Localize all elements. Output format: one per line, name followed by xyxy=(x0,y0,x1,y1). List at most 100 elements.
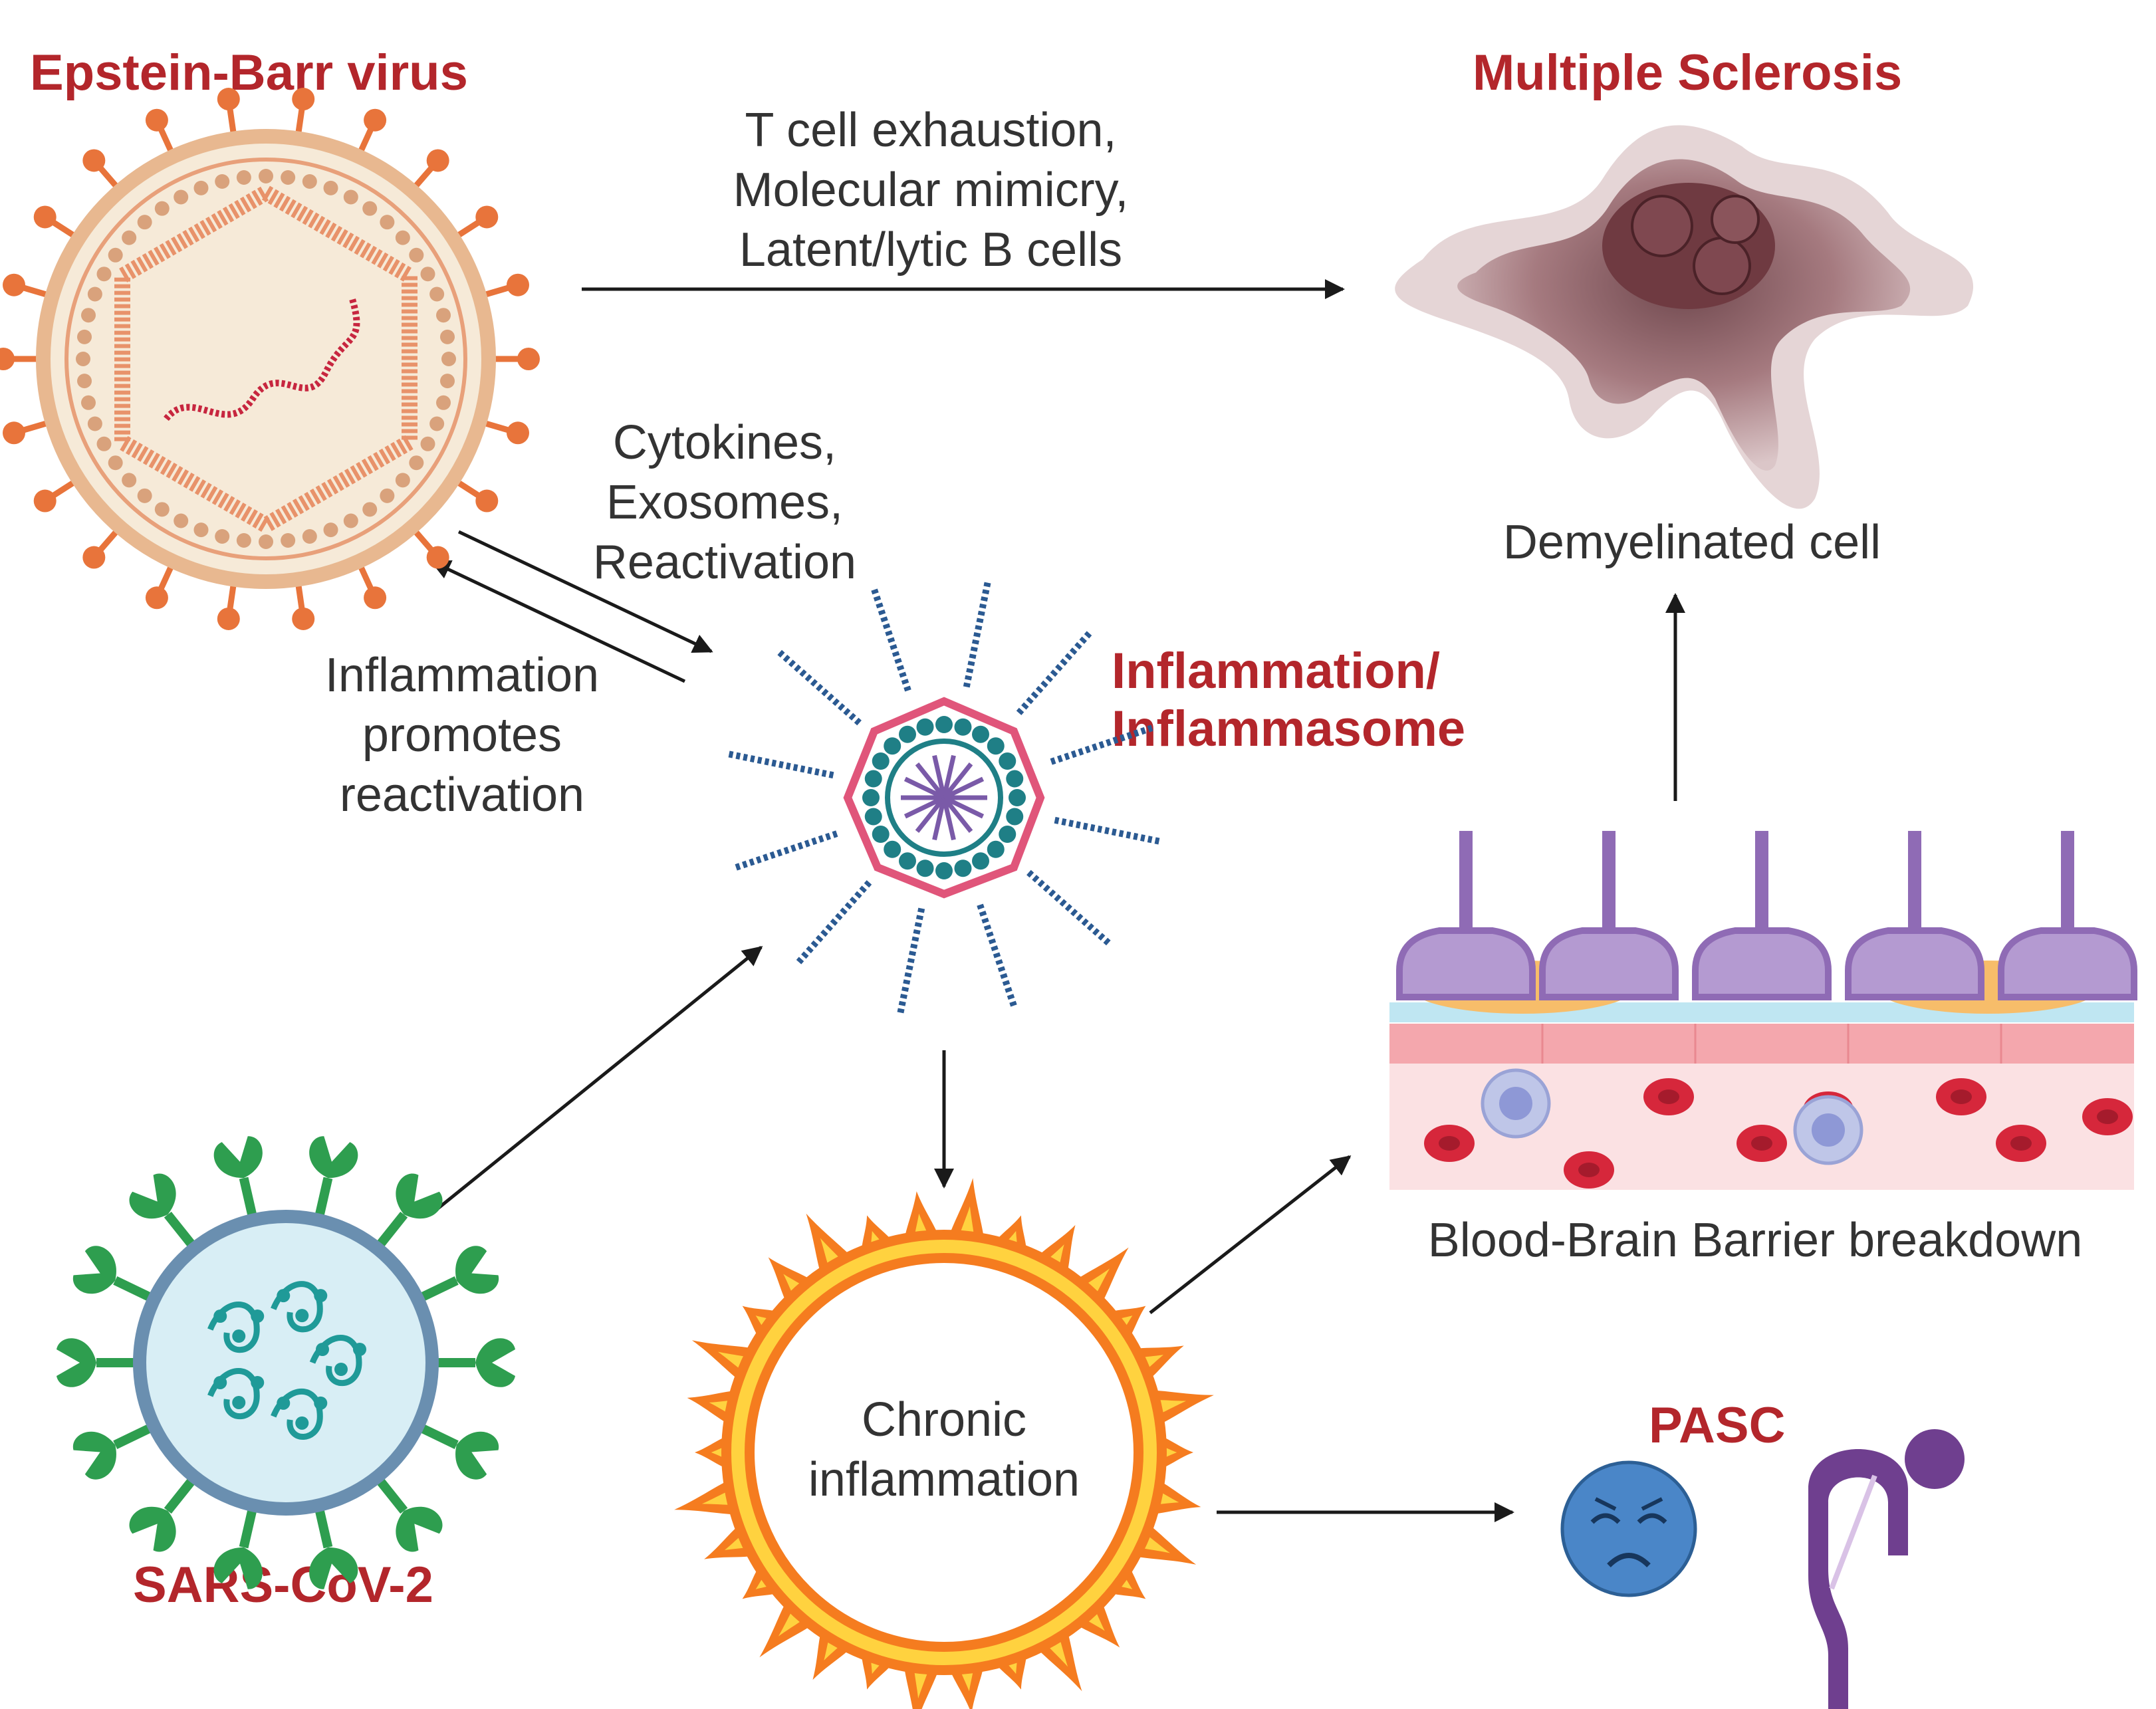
ebv-dot xyxy=(343,513,358,528)
ebv-spike-tip xyxy=(506,273,529,296)
ebv-dot xyxy=(343,189,358,205)
blood-brain-barrier-icon xyxy=(1389,831,2137,1190)
inflammasome-bead xyxy=(916,718,934,736)
inflammasome-bead xyxy=(954,718,972,736)
sars-rna-bead xyxy=(334,1363,348,1376)
inflammasome-bead xyxy=(864,808,882,826)
ebv-spike-tip xyxy=(475,205,499,229)
inflammasome-ray xyxy=(897,907,925,1014)
astrocyte-end-foot xyxy=(1692,927,1832,1000)
sars-spike-head xyxy=(213,1136,263,1179)
ebv-spike-tip xyxy=(33,205,57,229)
astrocyte-stalk xyxy=(1602,831,1616,931)
ebv-dot xyxy=(87,416,102,431)
ebv-spike-tip xyxy=(3,421,26,445)
sars-spike-head xyxy=(213,1547,263,1589)
ebv-dot xyxy=(323,180,338,195)
ebv-dot xyxy=(323,522,338,538)
ebv-dot xyxy=(362,201,378,216)
ebv-dot xyxy=(215,529,230,544)
inflammasome-ray xyxy=(871,588,911,692)
ebv-dot xyxy=(436,308,451,323)
sars-rna-bead xyxy=(316,1343,329,1356)
ebv-to-ms-label-line: Molecular mimicry, xyxy=(733,164,1129,217)
ebv-dot xyxy=(80,395,96,410)
sars-rna-coil xyxy=(271,1281,323,1333)
sars-spike-head xyxy=(396,1173,443,1219)
ebv-dot xyxy=(137,488,152,503)
inflammasome-ray xyxy=(728,750,834,779)
sars-rna-bead xyxy=(232,1329,246,1343)
sars-spike-head xyxy=(455,1246,499,1294)
sars-rna-coil xyxy=(309,1335,362,1387)
ebv-dot xyxy=(439,329,455,344)
inflammasome-bead xyxy=(1006,808,1024,826)
inflammasome-core-spoke xyxy=(942,796,973,834)
sars-rna-bead xyxy=(277,1289,291,1303)
ebv-dot xyxy=(439,374,455,389)
inflam-to-ebv-label-line: promotes xyxy=(362,709,562,762)
sars-spike-head xyxy=(72,1246,116,1294)
pasc-title: PASC xyxy=(1649,1397,1786,1454)
ebv-dot xyxy=(77,374,92,389)
inflammasome-bead xyxy=(987,840,1005,858)
inflammasome-core xyxy=(885,739,1003,857)
red-blood-cell-center xyxy=(1578,1163,1600,1177)
sars-spike-head xyxy=(57,1338,96,1387)
ebv-to-ms-label-line: T cell exhaustion, xyxy=(745,104,1117,157)
sars-rna-bead xyxy=(213,1375,227,1389)
sars-rna-bead xyxy=(232,1395,246,1409)
ebv-dot xyxy=(429,286,445,302)
ebv-dot xyxy=(259,169,273,183)
inflammasome-ray xyxy=(963,582,991,688)
fire-ring-icon: Chronic inflammation xyxy=(674,1178,1214,1709)
ebv-spike-tip xyxy=(517,348,540,370)
ebv-dot xyxy=(193,522,209,538)
ebv-dot xyxy=(441,352,456,366)
ebv-dot xyxy=(380,215,395,230)
inflammasome-bead xyxy=(954,859,972,877)
inflammasome-ray xyxy=(1054,816,1160,845)
inflammasome-bead xyxy=(999,752,1017,770)
inflammasome-core-spoke xyxy=(903,795,945,819)
sars-rna-bead xyxy=(314,1396,328,1410)
ebv-dot xyxy=(429,416,445,431)
fatigued-person-icon xyxy=(1808,1429,1965,1709)
ebv-spike-tip xyxy=(364,108,387,132)
ebv-dot xyxy=(96,267,112,282)
sars-spike-head xyxy=(475,1338,515,1387)
ebv-spike-tip xyxy=(0,348,15,370)
ebv-dot xyxy=(137,215,152,230)
ebv-dot xyxy=(193,180,209,195)
sars-rna-bead xyxy=(251,1310,265,1323)
ebv-spike-tip xyxy=(426,149,449,172)
inflam-to-ebv-label-line: Inflammation xyxy=(325,649,599,702)
astrocyte-end-foot xyxy=(1396,927,1536,1000)
inflammasome-rays xyxy=(728,582,1160,1014)
ebv-to-inflam-label-line: Reactivation xyxy=(593,536,856,589)
ebv-dot xyxy=(302,173,317,189)
sars-spike-head xyxy=(72,1431,116,1480)
astrocyte-stalk xyxy=(1755,831,1768,931)
ebv-dot xyxy=(395,230,410,245)
inflammasome-bead xyxy=(884,737,901,755)
sars-rna xyxy=(207,1281,366,1440)
inflammasome-core-spoke xyxy=(915,796,946,834)
ebv-dot xyxy=(108,247,123,263)
sars-rna-bead xyxy=(314,1289,328,1303)
inflammasome-ray xyxy=(777,649,862,726)
inflammasome-bead xyxy=(972,725,989,743)
inflammasome-core-spoke xyxy=(943,795,985,819)
astrocyte-end-foot xyxy=(1998,927,2137,1000)
ebv-spike-tip xyxy=(292,607,315,630)
inflammasome-bead xyxy=(864,770,882,788)
white-blood-cell-nucleus xyxy=(1499,1087,1532,1120)
inflammasome-core-spoke xyxy=(941,754,956,798)
inflammasome-title-line2: Inflammasome xyxy=(1112,701,1465,757)
inflammasome-ray xyxy=(1016,631,1092,715)
sars-spike-head xyxy=(129,1506,176,1552)
ebv-dot xyxy=(87,286,102,302)
ebv-to-ms-label-line: Latent/lytic B cells xyxy=(739,223,1122,277)
inflammasome-icon xyxy=(728,582,1160,1014)
